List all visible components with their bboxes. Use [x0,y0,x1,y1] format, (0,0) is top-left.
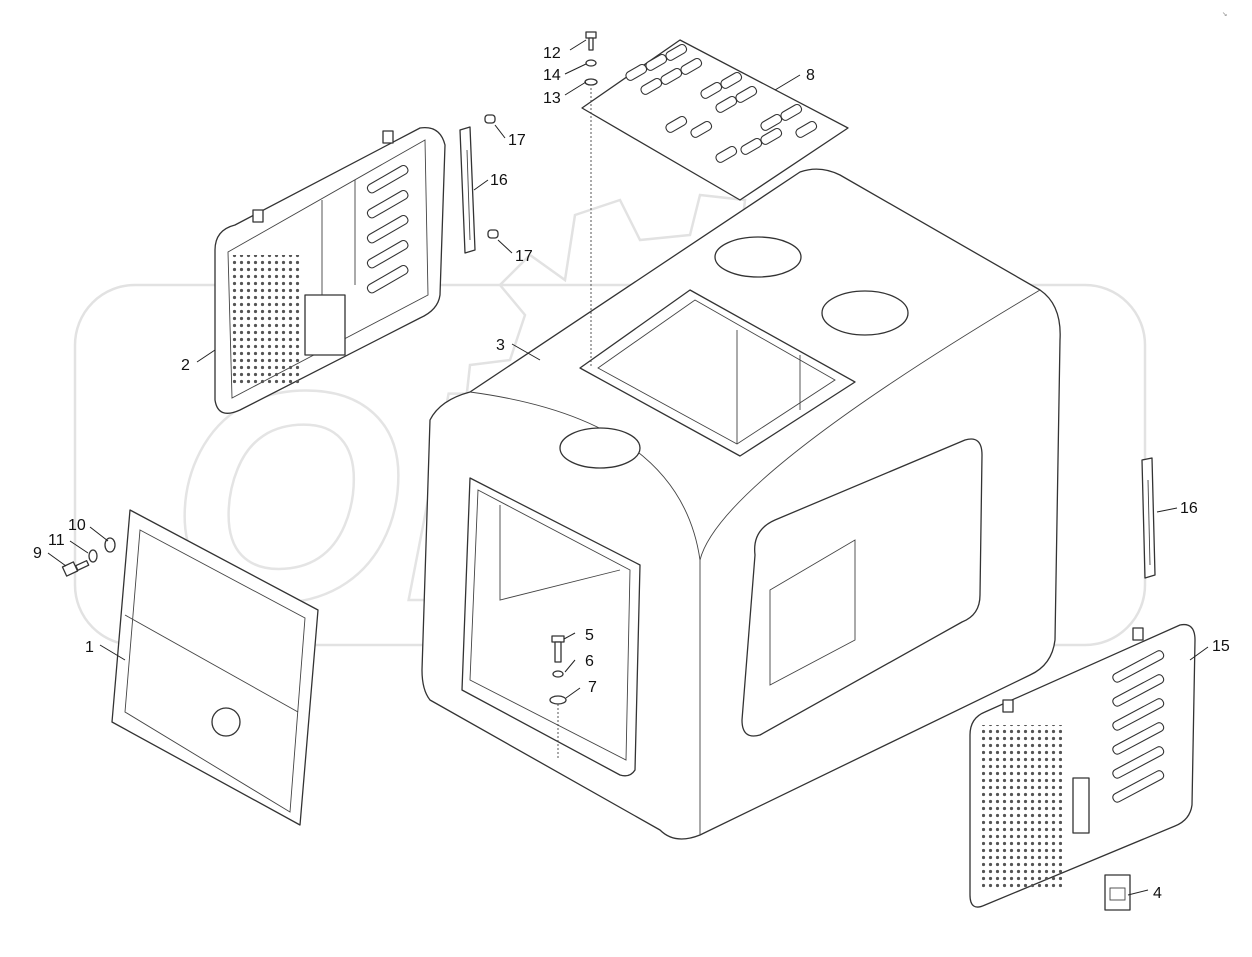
cab-bolt-stack [549,635,567,760]
callout-14: 14 [543,67,561,84]
callout-6: 6 [585,653,594,670]
corner-mark: ↘ [1222,9,1227,19]
callout-9: 9 [33,545,42,562]
callout-labels: 1 2 3 4 5 6 7 8 9 10 11 12 13 14 15 16 1… [33,45,1230,902]
hinge-pins [484,114,499,239]
right-door-latch-slot [1072,777,1090,834]
callout-13: 13 [543,90,561,107]
screen-fastener-stack [61,537,116,577]
door-stay-upper [459,126,476,254]
left-side-door [214,126,446,414]
callout-10: 10 [68,517,86,534]
callout-16-upper: 16 [490,172,508,189]
callout-1: 1 [85,639,94,656]
right-side-door [969,623,1196,908]
callout-7: 7 [588,679,597,696]
front-screen-frame [111,509,319,826]
callout-17-upper: 17 [508,132,526,149]
latch-plate [1104,874,1131,911]
callout-17-lower: 17 [515,248,533,265]
leader-lines [47,39,1209,896]
door-perforation [232,255,302,385]
callout-12: 12 [543,45,561,62]
cab-body [421,168,1061,840]
screen-mesh-vent [211,707,241,737]
bolt-head [585,31,597,39]
lock-washer [585,59,597,67]
roof-bolt-stack [584,31,598,367]
door-louvers [366,164,409,294]
bolt-shank [588,37,594,51]
door-latch-plate [304,294,346,356]
callout-16-right: 16 [1180,500,1198,517]
flat-washer [584,78,598,86]
vent-louvers [625,43,818,163]
callout-11: 11 [48,532,65,549]
callout-3: 3 [496,337,505,354]
callout-8: 8 [806,67,815,84]
right-door-louvers [1112,650,1165,803]
door-stay-right [1141,457,1156,579]
callout-4: 4 [1153,885,1162,902]
callout-15: 15 [1212,638,1230,655]
roof-vent-panel [581,39,849,201]
callout-5: 5 [585,627,594,644]
callout-2: 2 [181,357,190,374]
